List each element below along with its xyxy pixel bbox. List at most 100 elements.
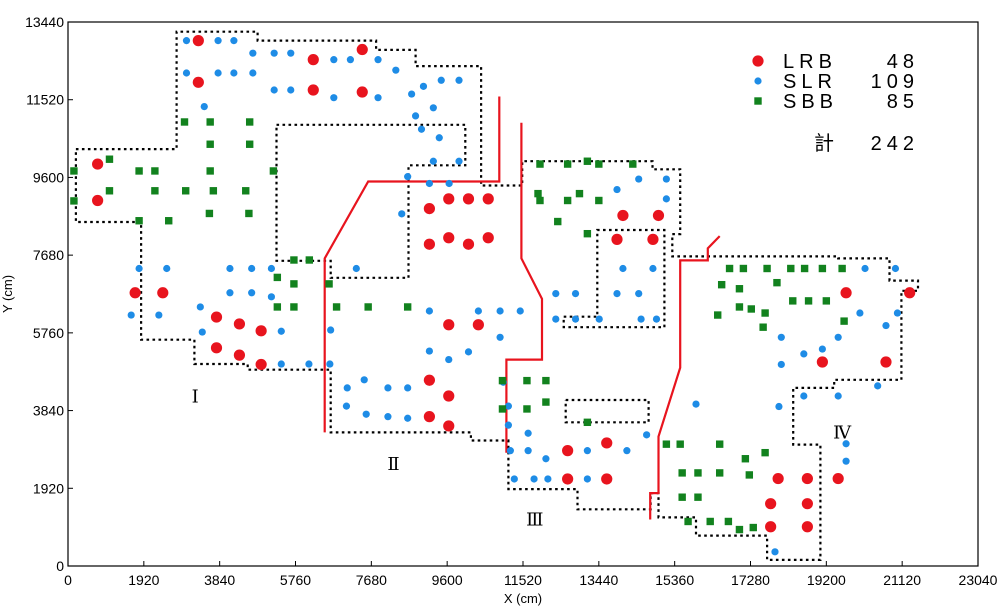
slr-point bbox=[419, 82, 428, 90]
slr-point bbox=[374, 56, 382, 64]
slr-point bbox=[649, 264, 657, 273]
lrb-point bbox=[192, 76, 204, 88]
y-axis-title: Y (cm) bbox=[0, 275, 15, 313]
slr-legend-marker bbox=[754, 77, 762, 85]
sbb-point bbox=[269, 167, 278, 175]
slr-point bbox=[504, 402, 512, 410]
sbb-point bbox=[575, 189, 584, 198]
lrb-point bbox=[652, 209, 665, 222]
sbb-point bbox=[523, 376, 531, 385]
slr-point bbox=[287, 86, 295, 94]
x-tick-label: 23040 bbox=[959, 572, 998, 588]
lrb-point bbox=[840, 287, 852, 299]
sbb-point bbox=[290, 256, 298, 264]
sbb-point bbox=[273, 273, 282, 282]
legend-series-name: SLR bbox=[783, 71, 837, 93]
sbb-point bbox=[761, 448, 769, 457]
sbb-point bbox=[714, 311, 722, 319]
sbb-point bbox=[534, 189, 542, 198]
sbb-point bbox=[181, 187, 190, 195]
slr-point bbox=[270, 86, 278, 94]
x-tick-label: 13440 bbox=[579, 572, 618, 588]
slr-point bbox=[464, 348, 473, 356]
slr-point bbox=[635, 175, 643, 183]
lrb-point bbox=[443, 420, 455, 432]
sbb-point bbox=[838, 264, 846, 273]
slr-point bbox=[155, 311, 163, 319]
slr-point bbox=[417, 125, 426, 133]
slr-point bbox=[891, 264, 900, 273]
sbb-point bbox=[818, 264, 827, 273]
slr-point bbox=[352, 264, 360, 273]
lrb-point bbox=[423, 202, 435, 215]
lrb-point bbox=[904, 287, 916, 299]
sbb-point bbox=[725, 264, 734, 273]
sbb-point bbox=[151, 167, 159, 175]
slr-point bbox=[874, 382, 882, 390]
slr-point bbox=[200, 102, 208, 111]
x-tick-label: 21120 bbox=[883, 572, 921, 588]
zone-label: Ⅱ bbox=[387, 454, 399, 474]
slr-point bbox=[530, 475, 538, 483]
slr-point bbox=[800, 350, 808, 358]
sbb-point bbox=[715, 440, 724, 448]
slr-point bbox=[248, 289, 256, 297]
lrb-point bbox=[801, 472, 813, 485]
lrb-point bbox=[601, 473, 613, 485]
slr-point bbox=[842, 440, 850, 448]
sbb-point bbox=[676, 440, 684, 448]
slr-point bbox=[571, 289, 580, 298]
sbb-point bbox=[70, 197, 78, 205]
lrb-point bbox=[482, 232, 494, 244]
slr-point bbox=[248, 264, 256, 273]
sbb-point bbox=[595, 196, 603, 205]
y-tick-label: 11520 bbox=[26, 92, 64, 108]
sbb-point bbox=[747, 305, 755, 313]
x-tick-label: 0 bbox=[64, 572, 72, 588]
sbb-point bbox=[563, 160, 572, 168]
sbb-point bbox=[536, 196, 544, 205]
slr-point bbox=[277, 360, 285, 368]
slr-point bbox=[504, 421, 512, 429]
sbb-point bbox=[290, 280, 298, 288]
legend-total-value: 242 bbox=[871, 133, 919, 155]
legend-series-count: 109 bbox=[871, 71, 919, 93]
sbb-point bbox=[242, 187, 250, 195]
slr-point bbox=[455, 76, 463, 84]
x-tick-label: 17280 bbox=[731, 572, 770, 588]
lrb-point bbox=[647, 233, 659, 245]
legend-series-name: LRB bbox=[783, 51, 837, 73]
slr-point bbox=[834, 392, 842, 400]
sbb-point bbox=[206, 140, 214, 148]
slr-point bbox=[342, 402, 351, 410]
sbb-point bbox=[706, 517, 714, 526]
legend-total-label: 計 bbox=[814, 132, 839, 155]
slr-point bbox=[834, 333, 842, 341]
slr-point bbox=[524, 429, 532, 437]
slr-point bbox=[662, 195, 670, 203]
slr-point bbox=[360, 376, 368, 384]
slr-point bbox=[374, 94, 382, 102]
lrb-point bbox=[307, 84, 319, 96]
sbb-point bbox=[536, 160, 544, 168]
sbb-point bbox=[364, 303, 372, 311]
slr-point bbox=[330, 94, 338, 102]
slr-point bbox=[613, 289, 621, 298]
sbb-point bbox=[245, 140, 254, 148]
sbb-point bbox=[724, 517, 733, 526]
x-tick-label: 9600 bbox=[432, 572, 463, 588]
lrb-point bbox=[601, 437, 613, 449]
sbb-point bbox=[245, 118, 254, 126]
sbb-point bbox=[542, 376, 550, 385]
slr-point bbox=[542, 455, 550, 463]
x-axis-title: X (cm) bbox=[504, 591, 542, 606]
x-tick-label: 1920 bbox=[128, 572, 159, 588]
y-tick-label: 1920 bbox=[33, 480, 64, 496]
zone-divider-line bbox=[505, 122, 544, 453]
slr-point bbox=[496, 333, 504, 341]
lrb-point bbox=[210, 342, 223, 354]
sbb-point bbox=[715, 469, 724, 477]
slr-point bbox=[392, 66, 400, 74]
sbb-point bbox=[205, 209, 214, 218]
